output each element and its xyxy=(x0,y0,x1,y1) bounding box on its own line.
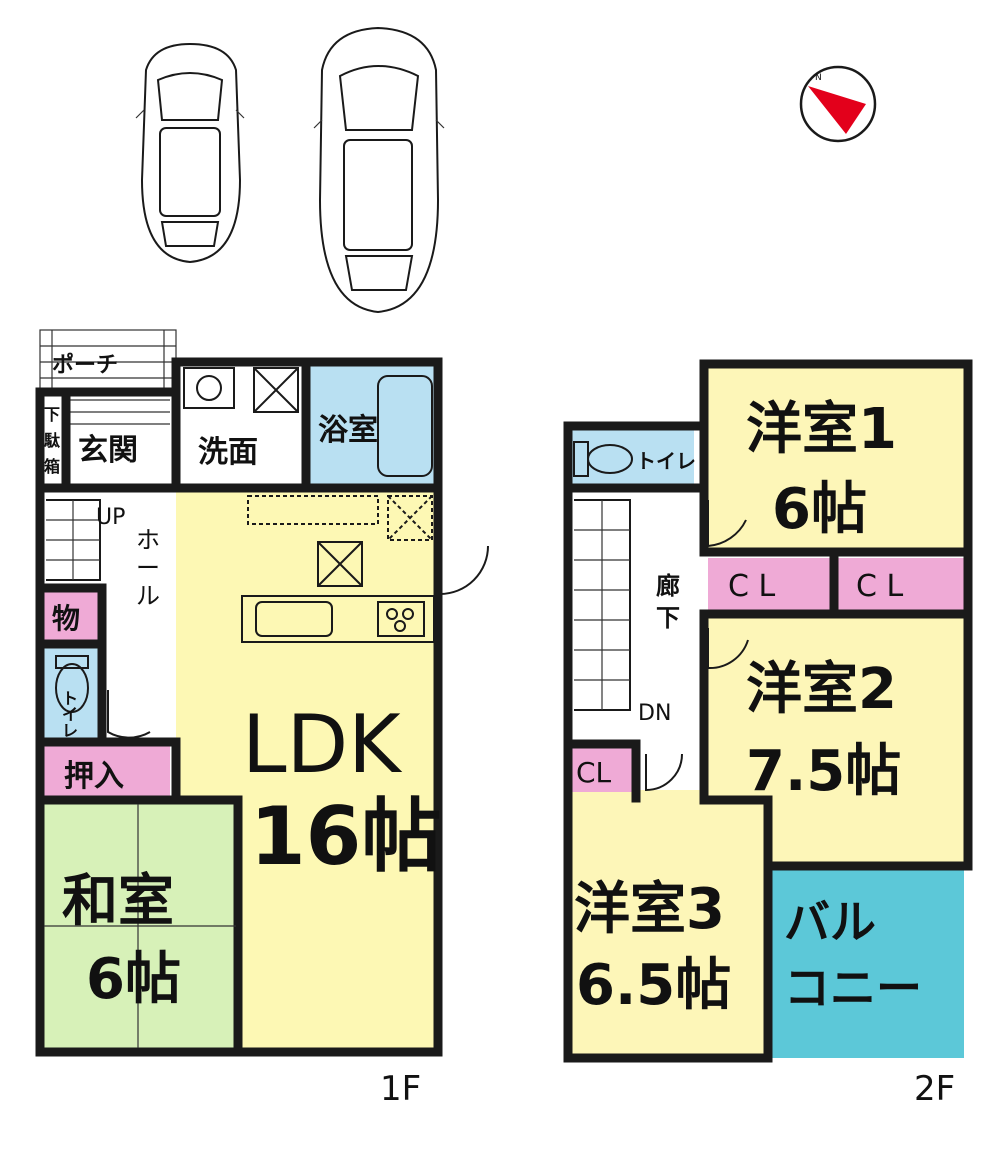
floor-2: トイレ 洋室1 6帖 C L C L 廊下 DN 洋室2 7.5帖 CL 洋室3… xyxy=(563,359,973,1109)
ldk-size: 16帖 xyxy=(250,790,441,883)
svg-text:N: N xyxy=(815,73,822,83)
toilet-icon xyxy=(573,441,633,477)
cl-1-label: C L xyxy=(728,569,775,604)
japanese-room-size: 6帖 xyxy=(86,947,181,1012)
entrance-floor xyxy=(70,399,170,425)
stairs-2f-icon xyxy=(574,499,631,711)
floor-2-walls xyxy=(563,359,973,1063)
cl-2-label: C L xyxy=(856,569,903,604)
bathtub-icon xyxy=(377,375,433,477)
ldk-label: LDK xyxy=(242,698,403,791)
shoe-box-label: 下駄箱 xyxy=(44,405,61,476)
north-compass-icon: N xyxy=(799,65,877,143)
toilet-1f-label: トイレ xyxy=(62,689,78,740)
fridge-icon xyxy=(247,495,433,541)
cl-1-fill xyxy=(708,558,832,610)
door-swing-icon xyxy=(645,500,749,792)
cl-2-fill xyxy=(836,558,964,610)
bath-fill xyxy=(308,366,438,484)
western-room-1-fill xyxy=(708,366,966,550)
japanese-room-label: 和室 xyxy=(62,869,174,934)
washbasin-icon xyxy=(183,367,235,409)
cl-3-fill xyxy=(572,744,634,792)
bathroom-label: 浴室 xyxy=(318,413,378,448)
oshiire-label: 押入 xyxy=(64,759,124,794)
western-room-3-label: 洋室3 xyxy=(574,877,725,942)
toilet-icon xyxy=(55,655,89,713)
toilet-2f-fill xyxy=(572,430,694,484)
storage-label: 物 xyxy=(52,602,80,635)
balcony-label: バルコニー xyxy=(784,895,922,1015)
balcony-fill xyxy=(772,868,964,1058)
car-icon xyxy=(135,42,245,264)
western-room-3-size: 6.5帖 xyxy=(576,953,731,1018)
cl-3-label: CL xyxy=(576,756,612,789)
floor-1-label: 1F xyxy=(380,1069,421,1109)
toilet-2f-label: トイレ xyxy=(636,449,696,473)
range-hood-icon xyxy=(317,541,363,587)
western-room-1-size: 6帖 xyxy=(772,477,867,542)
dn-label: DN xyxy=(638,701,671,726)
western-room-3-fill xyxy=(570,790,766,1058)
toilet-fill xyxy=(42,644,100,740)
porch-label: ポーチ xyxy=(52,352,118,378)
stairs-1f-icon xyxy=(46,499,101,581)
floor-1: ポーチ 下駄箱 玄関 洗面 浴室 UP ホール 物 トイレ 押入 和室 6帖 L… xyxy=(35,329,489,1109)
floor-2-label: 2F xyxy=(914,1069,955,1109)
entrance-label: 玄関 xyxy=(78,433,138,468)
washing-machine-icon xyxy=(253,367,299,413)
tatami-lines xyxy=(44,804,236,1048)
up-label: UP xyxy=(96,505,125,530)
oshiire-fill xyxy=(40,745,170,797)
hall-label: ホール xyxy=(136,526,160,610)
corridor-label: 廊下 xyxy=(656,572,680,632)
western-room-1-label: 洋室1 xyxy=(746,397,897,462)
storage-fill xyxy=(42,592,100,642)
door-swing-icon xyxy=(107,545,489,739)
kitchen-counter-icon xyxy=(241,595,435,643)
ldk-fill xyxy=(240,650,440,1050)
car-icon xyxy=(313,26,445,314)
floor-1-walls xyxy=(35,357,443,1057)
western-room-2-size: 7.5帖 xyxy=(746,739,901,804)
western-room-2-label: 洋室2 xyxy=(746,657,897,722)
washroom-label: 洗面 xyxy=(198,435,258,470)
